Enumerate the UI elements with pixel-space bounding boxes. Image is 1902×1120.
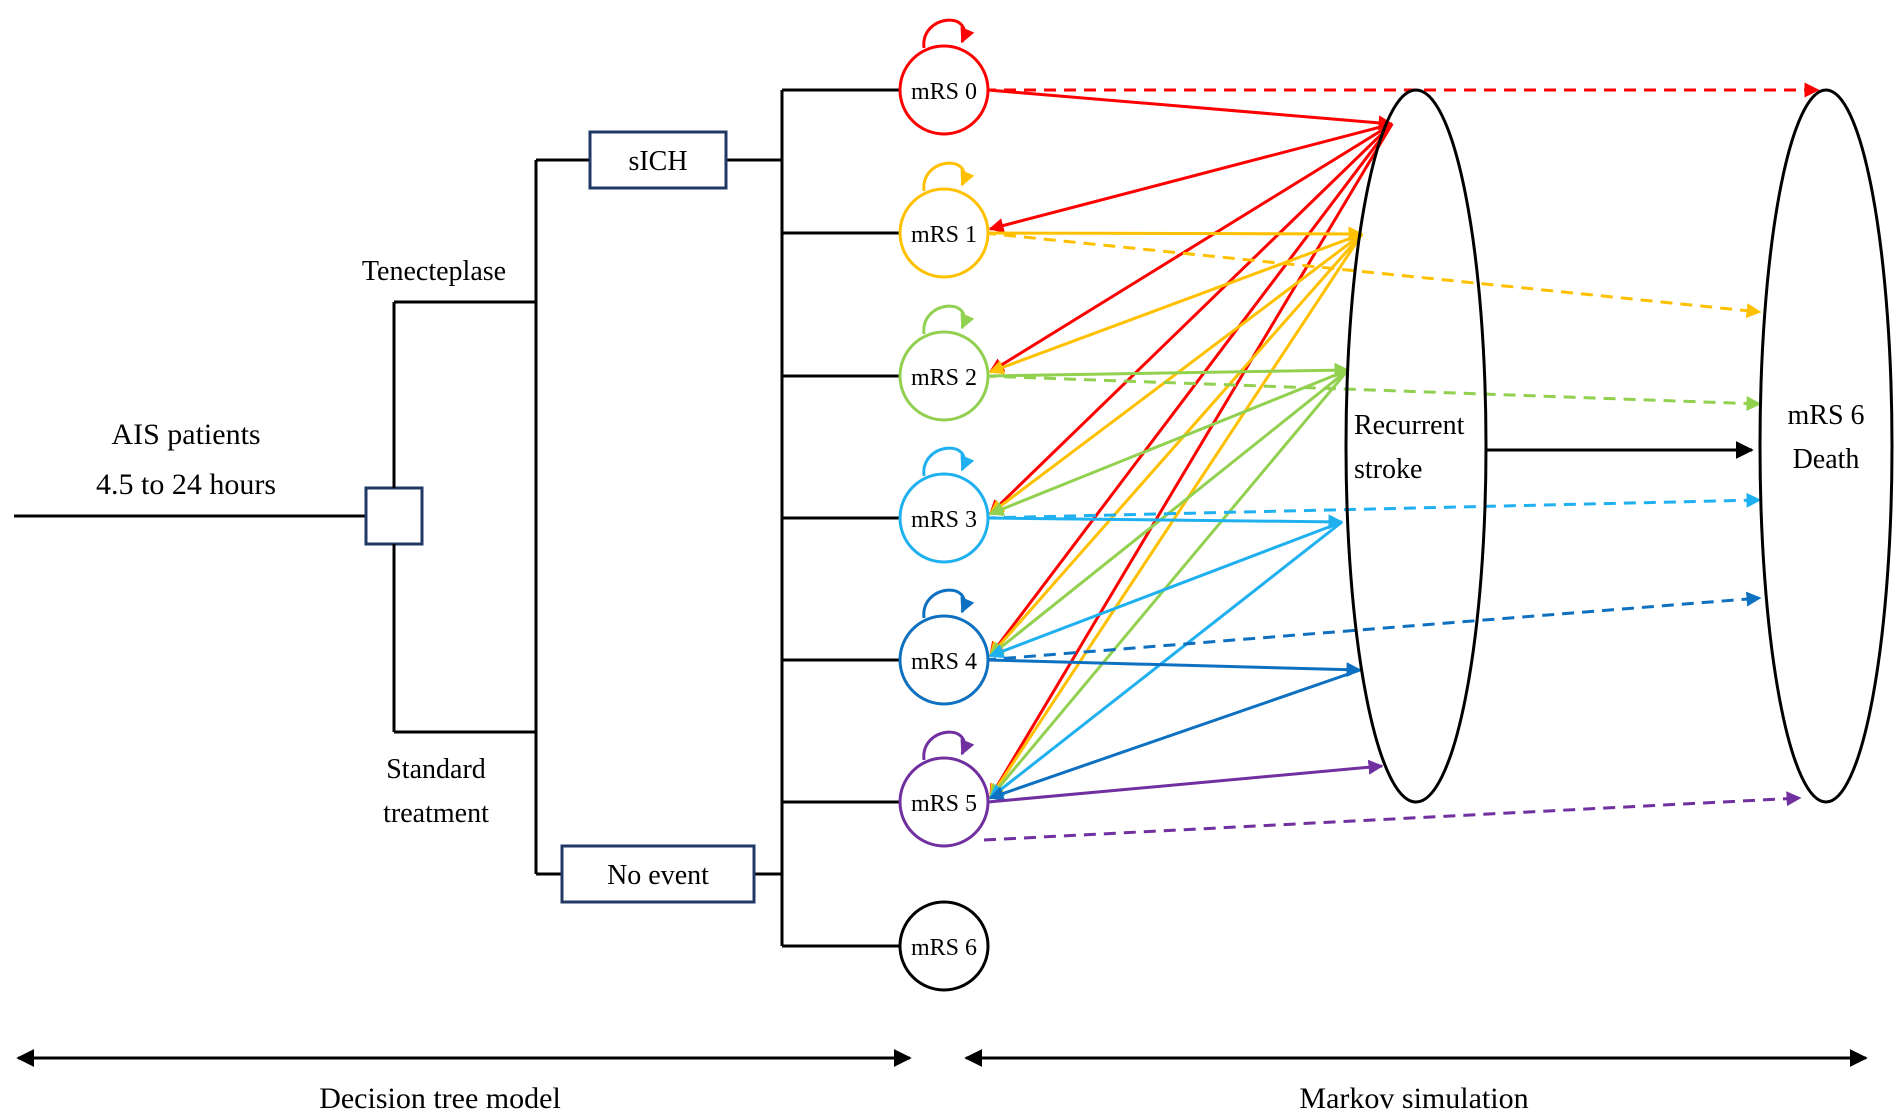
arrow-to-recurrent-stroke <box>987 759 1384 804</box>
recurrent-stroke-state[interactable] <box>1344 88 1488 804</box>
state-node-mrs-4[interactable]: mRS 4 <box>898 588 990 706</box>
recurrent-stroke-label-line1: Recurrent <box>1354 410 1465 441</box>
state-circle <box>898 756 990 848</box>
state-node-mrs-6[interactable]: mRS 6 <box>898 900 990 992</box>
arrow-to-death <box>983 791 1802 842</box>
arrow-recurrence-to-state <box>988 233 1364 800</box>
no-event-node[interactable]: No event <box>560 844 756 904</box>
arrow-to-recurrent-stroke <box>987 514 1344 530</box>
state-label: mRS 2 <box>911 365 977 391</box>
state-circle <box>898 614 990 706</box>
arrow-to-recurrent-stroke <box>987 226 1364 242</box>
state-label: mRS 1 <box>911 222 977 248</box>
state-node-mrs-0[interactable]: mRS 0 <box>898 18 990 136</box>
state-label: mRS 0 <box>911 79 977 105</box>
root-label-line1: AIS patients <box>111 418 260 451</box>
arrow-to-recurrent-stroke <box>987 658 1362 678</box>
state-label: mRS 3 <box>911 507 977 533</box>
state-node-mrs-1[interactable]: mRS 1 <box>898 161 990 279</box>
death-state[interactable] <box>1758 88 1894 804</box>
branch-standard-label-line2: treatment <box>383 798 489 829</box>
markov-simulation-label: Markov simulation <box>1299 1082 1528 1115</box>
state-label: mRS 5 <box>911 791 977 817</box>
arrow-recurrence-to-state <box>988 122 1394 516</box>
self-loop-arrow <box>922 304 975 335</box>
transition-arrows <box>983 82 1820 842</box>
arrow-recurrence-to-state <box>988 233 1364 658</box>
state-circle <box>898 330 990 422</box>
arrow-to-recurrent-stroke <box>987 362 1350 378</box>
decision-tree-label: Decision tree model <box>319 1082 561 1115</box>
state-label: mRS 6 <box>911 935 977 961</box>
decision-node[interactable] <box>364 486 424 546</box>
death-label-line1: mRS 6 <box>1787 400 1864 431</box>
arrow-recurrence-to-state <box>988 368 1349 516</box>
arrow-to-death <box>983 492 1762 520</box>
arrow-recurrence-to-state <box>988 369 1350 800</box>
sich-node[interactable]: sICH <box>588 130 728 190</box>
state-circle <box>898 44 990 136</box>
arrow-recurrence-to-state <box>988 520 1343 800</box>
state-nodes: mRS 0 mRS 1 mRS 2 mRS 3 mRS 4 mRS 5 mRS 6 <box>898 18 990 992</box>
self-loop-arrow <box>922 18 975 49</box>
arrow-recurrence-to-state <box>988 123 1394 658</box>
branch-tenecteplase-label: Tenecteplase <box>362 256 506 287</box>
state-branch-lines <box>782 88 900 948</box>
state-circle <box>898 900 990 992</box>
state-node-mrs-2[interactable]: mRS 2 <box>898 304 990 422</box>
arrow-recurrence-to-state <box>988 232 1363 375</box>
branch-standard-label-line1: Standard <box>386 754 486 785</box>
sich-label: sICH <box>628 146 687 177</box>
arrow-recurrence-to-state <box>988 668 1361 801</box>
recurrent-stroke-label-line2: stroke <box>1354 454 1422 485</box>
arrow-recurrence-to-state <box>988 520 1343 659</box>
state-circle <box>898 472 990 564</box>
arrow-to-death <box>983 231 1762 319</box>
arrow-to-death <box>983 591 1762 662</box>
no-event-label: No event <box>607 860 709 891</box>
root-label-line2: 4.5 to 24 hours <box>96 468 276 501</box>
arrow-recurrence-to-state <box>988 122 1393 374</box>
arrow-to-recurrent-stroke <box>987 88 1394 131</box>
arrow-to-death <box>983 374 1762 412</box>
arrow-recurrence-to-state <box>988 122 1393 233</box>
self-loop-arrow <box>922 730 975 761</box>
state-circle <box>898 187 990 279</box>
arrow-recurrence-to-state <box>988 123 1394 800</box>
state-label: mRS 4 <box>911 649 977 675</box>
state-node-mrs-3[interactable]: mRS 3 <box>898 446 990 564</box>
self-loop-arrow <box>922 446 975 477</box>
state-node-mrs-5[interactable]: mRS 5 <box>898 730 990 848</box>
self-loop-arrow <box>922 588 975 619</box>
death-label-line2: Death <box>1793 444 1860 475</box>
self-loop-arrow <box>922 161 975 192</box>
